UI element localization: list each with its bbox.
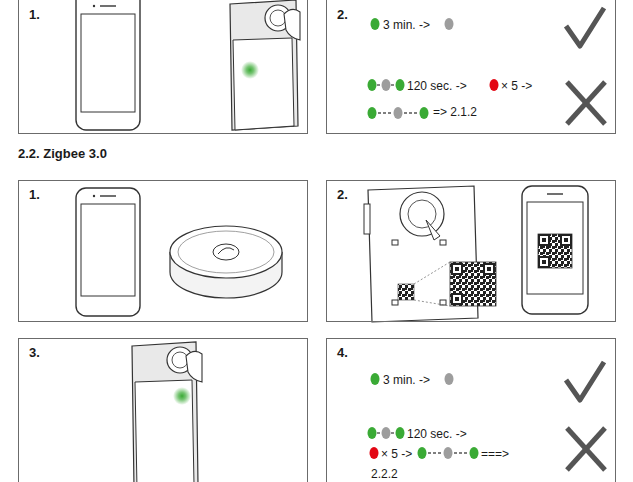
led-instruction: 3 min. -> [383,18,430,32]
phone [76,0,140,130]
step-panel: 1. [18,0,308,134]
led-instruction: × 5 -> [501,79,532,93]
phone [76,188,140,316]
check-mark [566,8,604,46]
led-instruction: 3 min. -> [383,373,430,387]
step-number: 4. [337,345,348,360]
step-number: 1. [29,7,40,22]
cross-mark [567,428,605,470]
led-sequence [368,373,479,459]
zigbee-gateway [170,226,282,298]
device-backplate [364,186,496,322]
step-number: 3. [29,345,40,360]
step-number: 2. [337,7,348,22]
step-number: 1. [29,187,40,202]
section-heading: 2.2. Zigbee 3.0 [18,146,107,162]
cross-mark [567,82,605,124]
step-panel: 2. 3 min. -> 120 sec. -> × 5 -> => 2.1.2 [326,0,616,134]
step-panel: 3. [18,338,308,482]
step-panel: 1. [18,180,308,322]
led-instruction: ===> [481,447,509,461]
phone [522,186,588,314]
step-number: 2. [337,187,348,202]
led-instruction: 120 sec. -> [407,79,467,93]
step-panel: 2. [326,180,616,322]
led-sequence [368,18,499,119]
led-instruction: 2.2.2 [371,467,398,481]
led-instruction: 120 sec. -> [407,427,467,441]
step-panel: 4. 3 min. -> 120 sec. -> × 5 -> ===> 2.2.2 [326,338,616,482]
led-instruction: => 2.1.2 [433,105,477,119]
led-instruction: × 5 -> [381,447,412,461]
thermostat-device [230,0,300,130]
check-mark [566,362,604,400]
thermostat-device [132,342,202,482]
